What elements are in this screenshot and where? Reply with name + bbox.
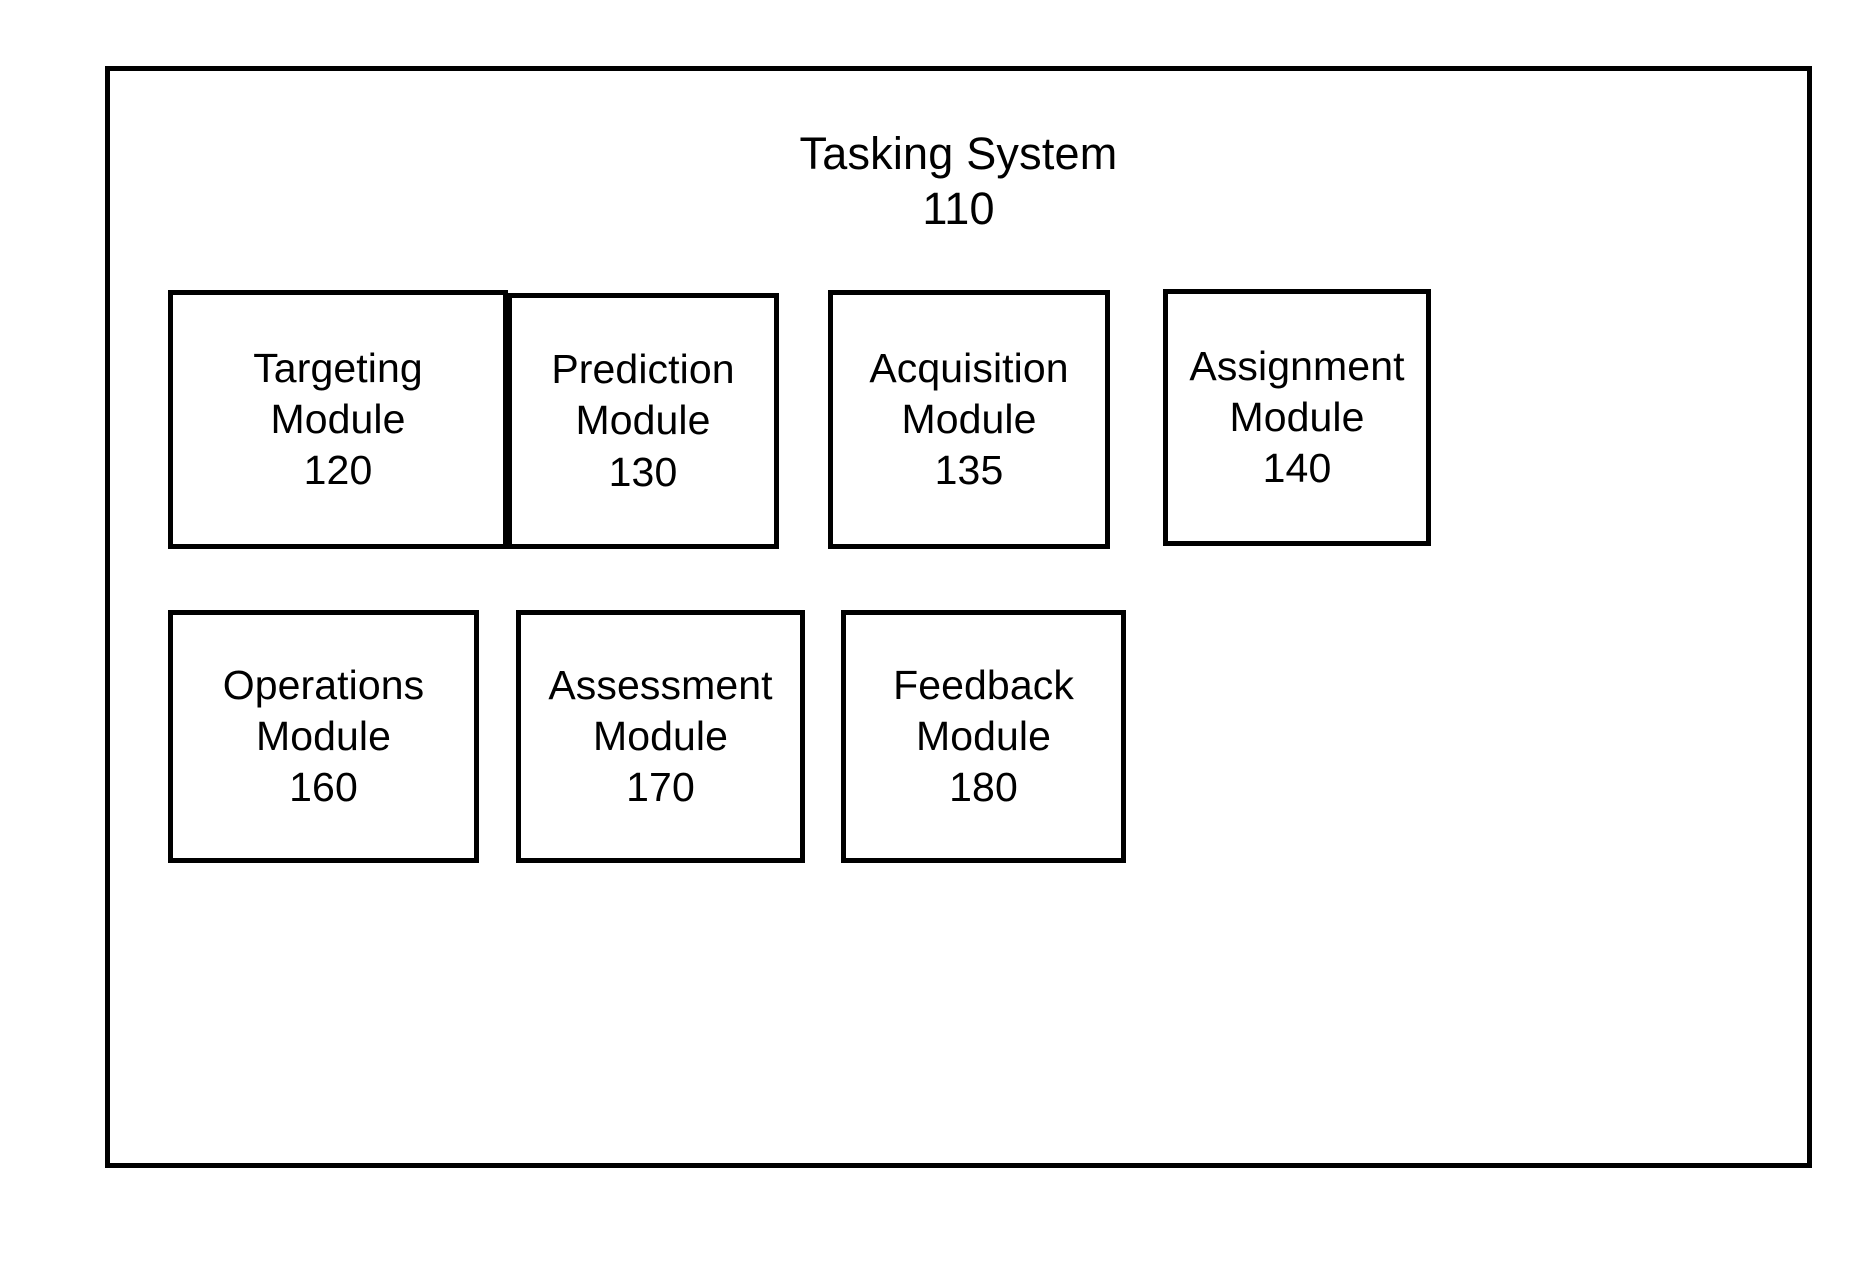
module-box-assignment[interactable]: Assignment Module 140	[1163, 289, 1431, 546]
module-box-acquisition[interactable]: Acquisition Module 135	[828, 290, 1110, 549]
module-reference-numeral-prediction: 130	[608, 448, 678, 495]
module-box-prediction[interactable]: Prediction Module 130	[507, 293, 779, 549]
module-name-acquisition: Acquisition	[869, 344, 1069, 391]
system-title: Tasking System	[799, 128, 1118, 179]
module-reference-numeral-targeting: 120	[303, 447, 373, 494]
module-name-assessment: Assessment	[548, 661, 773, 708]
module-reference-numeral-assignment: 140	[1262, 445, 1332, 492]
module-word-targeting: Module	[270, 395, 406, 442]
module-box-feedback[interactable]: Feedback Module 180	[841, 610, 1126, 863]
module-name-operations: Operations	[222, 661, 425, 708]
module-word-assessment: Module	[592, 712, 729, 759]
module-box-targeting[interactable]: Targeting Module 120	[168, 290, 508, 549]
module-box-assessment[interactable]: Assessment Module 170	[516, 610, 805, 863]
module-name-assignment: Assignment	[1189, 342, 1405, 389]
system-reference-numeral: 110	[922, 182, 995, 234]
module-word-feedback: Module	[915, 712, 1052, 759]
module-name-prediction: Prediction	[551, 346, 735, 393]
module-reference-numeral-assessment: 170	[626, 764, 695, 811]
module-reference-numeral-operations: 160	[289, 764, 358, 811]
module-word-assignment: Module	[1229, 393, 1365, 440]
module-word-prediction: Module	[575, 397, 711, 444]
module-reference-numeral-feedback: 180	[949, 764, 1018, 811]
module-box-operations[interactable]: Operations Module 160	[168, 610, 479, 863]
tasking-system-container: Tasking System 110 Targeting Module 120 …	[105, 66, 1812, 1168]
module-reference-numeral-acquisition: 135	[934, 447, 1004, 494]
module-word-acquisition: Module	[901, 395, 1037, 442]
module-name-targeting: Targeting	[253, 344, 423, 391]
system-title-block: Tasking System 110	[110, 127, 1807, 237]
module-word-operations: Module	[255, 712, 392, 759]
module-name-feedback: Feedback	[893, 661, 1074, 708]
